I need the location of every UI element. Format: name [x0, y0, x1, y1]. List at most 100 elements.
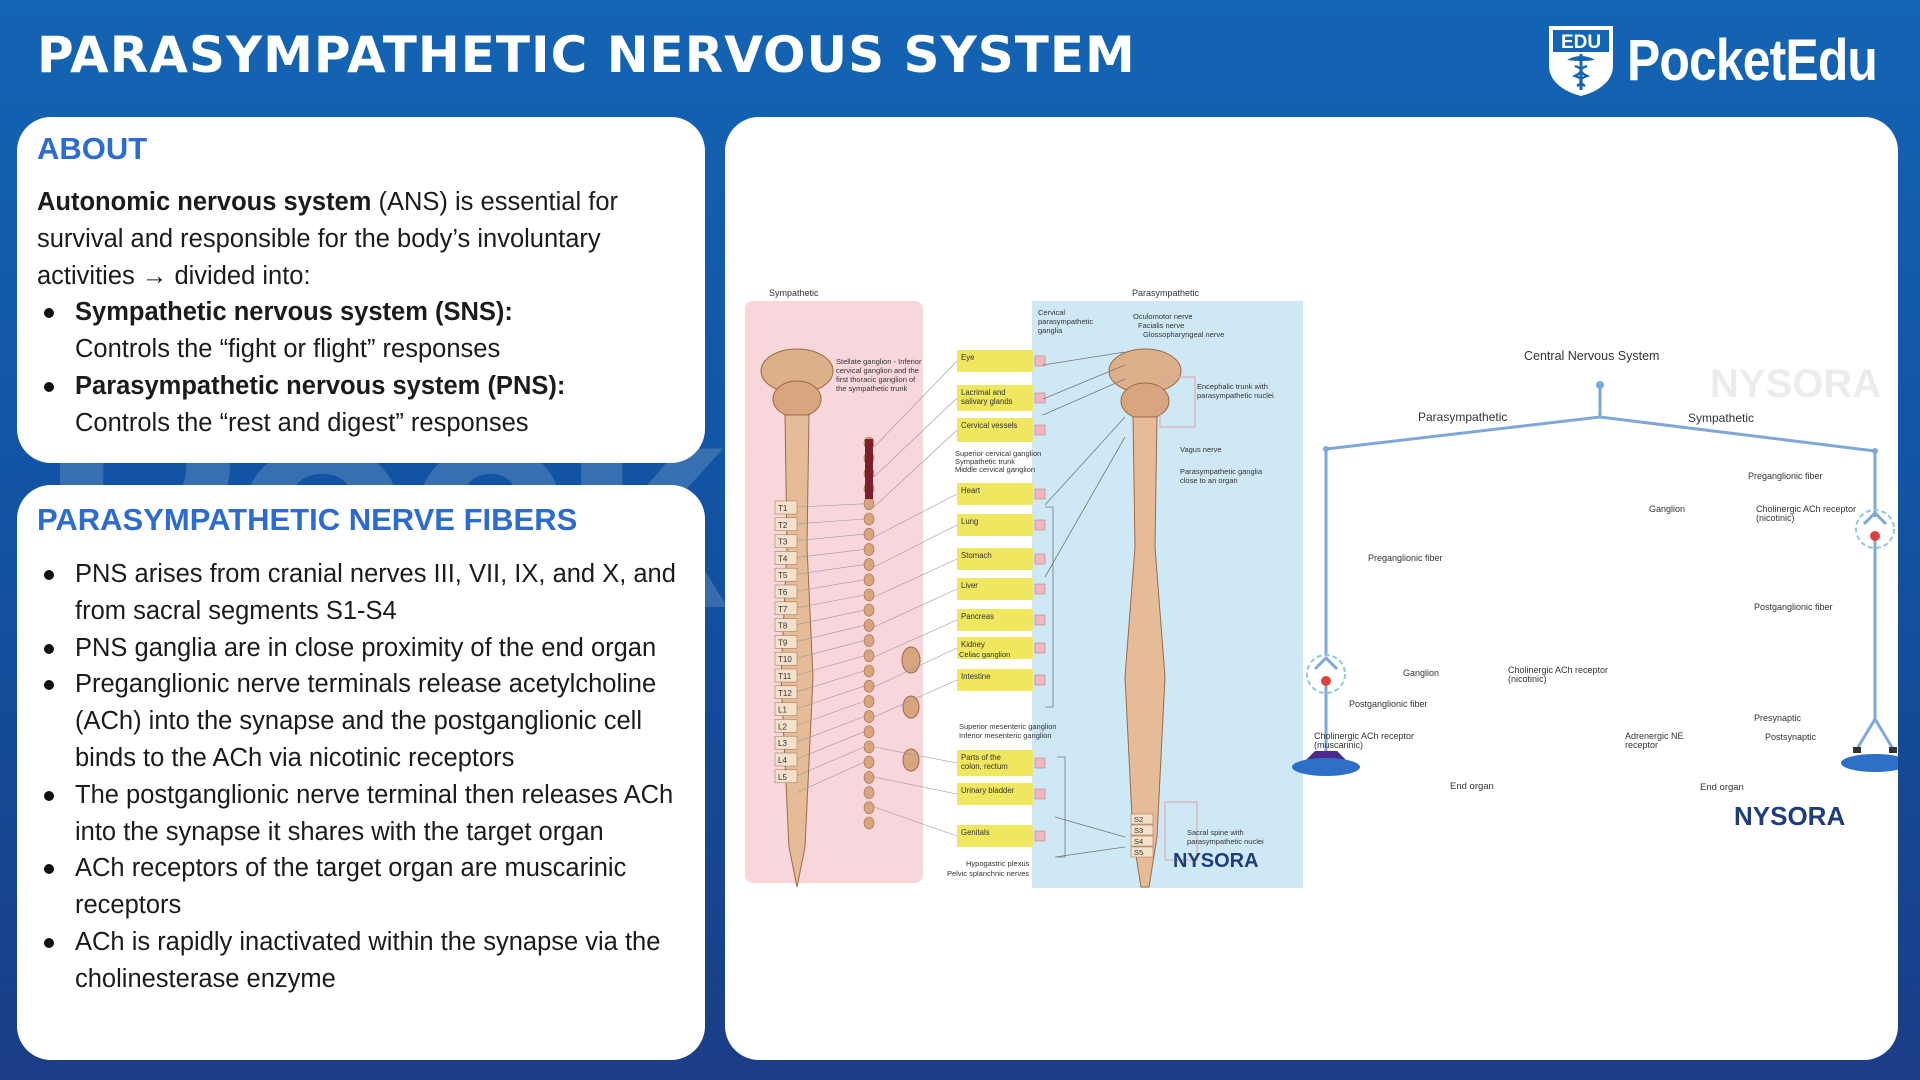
cervical-ganglia-label: Cervical parasympathetic ganglia	[1038, 308, 1095, 335]
organ-ganglion-marker	[1034, 553, 1046, 565]
ramus-line	[796, 761, 865, 793]
spinal-level-box	[774, 517, 798, 532]
symp-ganglion-label: Ganglion	[1649, 504, 1685, 514]
spinal-level-label: T8	[778, 622, 788, 631]
organ-ganglion-marker	[1034, 788, 1046, 800]
symp-ganglion-symbol	[1855, 509, 1895, 549]
organ-label: Kidney	[961, 640, 985, 649]
organ-label: Heart	[961, 486, 981, 495]
symp-end-organ-symbol	[1841, 747, 1898, 772]
organ-box	[957, 669, 1033, 691]
cns-label: Central Nervous System	[1524, 349, 1659, 363]
cervical-chain-label: Superior cervical ganglion Sympathetic t…	[955, 449, 1043, 474]
celiac-label: Celiac ganglion	[959, 650, 1010, 659]
ramus-line	[796, 594, 865, 609]
spinal-level-label: L3	[778, 739, 787, 748]
spinal-level-box	[774, 601, 798, 616]
chain-ganglion	[863, 725, 875, 739]
ramus-line	[796, 655, 865, 676]
chain-ganglion	[863, 816, 875, 830]
fibers-heading: PARASYMPATHETIC NERVE FIBERS	[37, 502, 578, 537]
sacral-level-label: S3	[1134, 826, 1143, 835]
sacral-bracket	[1164, 801, 1198, 861]
sympathetic-fiber	[873, 647, 958, 688]
organ-ganglion-marker	[1034, 674, 1046, 686]
list-item: Parasympathetic nervous system (PNS): Con…	[37, 368, 687, 442]
superior-mesenteric-ganglion	[902, 695, 920, 719]
chain-ganglion	[863, 740, 875, 754]
left-spinal-cord	[760, 348, 834, 888]
chain-ganglion	[863, 771, 875, 784]
ramus-line	[796, 685, 865, 709]
pns-text: Controls the “rest and digest” responses	[75, 408, 529, 437]
spinal-level-box	[774, 635, 798, 649]
list-item: PNS ganglia are in close proximity of th…	[37, 630, 702, 667]
pelvic-label: Hypogastric plexus Pelvic splanchnic ner…	[947, 859, 1031, 878]
organ-label: Urinary bladder	[961, 786, 1015, 795]
sympathetic-fiber	[873, 588, 958, 628]
spinal-level-label: L4	[778, 756, 787, 765]
chain-ganglion	[863, 664, 875, 678]
spinal-level-label: T6	[778, 588, 788, 597]
sympathetic-fiber	[873, 524, 958, 568]
chain-ganglion	[863, 527, 875, 541]
sacral-level-label: S4	[1134, 837, 1143, 846]
spinal-level-box	[774, 567, 798, 582]
chain-ganglion	[863, 786, 875, 799]
chain-ganglion	[863, 634, 875, 647]
para-postgang-label: Postganglionic fiber	[1349, 699, 1428, 709]
organ-box	[957, 548, 1033, 570]
organ-box	[957, 514, 1033, 536]
cranial-nerves-label: Oculomotor nerve Facialis nerve Glossoph…	[1133, 312, 1224, 339]
about-heading: ABOUT	[37, 131, 148, 166]
organ-box	[957, 637, 1033, 659]
symp-nicotinic-label: Cholinergic ACh receptor (nicotinic)	[1756, 504, 1859, 523]
spinal-level-label: T5	[778, 571, 788, 580]
about-intro: Autonomic nervous system (ANS) is essent…	[37, 184, 687, 294]
list-item: The postganglionic nerve terminal then r…	[37, 777, 702, 851]
spinal-level-label: L5	[778, 773, 787, 782]
list-item: ACh receptors of the target organ are mu…	[37, 850, 702, 924]
fibers-list: PNS arises from cranial nerves III, VII,…	[37, 556, 702, 998]
stellate-label: Stellate ganglion - Inferior cervical ga…	[836, 357, 924, 393]
fibers-card: PARASYMPATHETIC NERVE FIBERS PNS arises …	[17, 485, 705, 1060]
para-ganglion-label: Ganglion	[1403, 668, 1439, 678]
spinal-level-box	[774, 618, 798, 632]
ramus-line	[796, 564, 865, 575]
para-end-organ-label: End organ	[1450, 781, 1494, 792]
ramus-line	[796, 670, 865, 693]
spinal-level-box	[774, 551, 798, 565]
ramus-line	[796, 625, 865, 642]
spinal-level-label: T2	[778, 521, 788, 530]
symp-branch-node	[1872, 448, 1878, 454]
ramus-line	[796, 503, 865, 508]
stellate-segment	[865, 439, 873, 499]
spinal-level-box	[774, 702, 798, 716]
figure1-credit: NYSORA	[1173, 850, 1259, 872]
spinal-level-box	[774, 668, 798, 683]
sacral-level-box	[1130, 846, 1154, 858]
organ-ganglion-marker	[1034, 757, 1046, 769]
organ-ganglion-marker	[1034, 424, 1046, 436]
encephalic-bracket	[1159, 376, 1196, 428]
chain-ganglion	[863, 679, 875, 693]
sympathetic-fiber	[873, 397, 958, 478]
organ-ganglion-marker	[1034, 583, 1046, 595]
spinal-level-box	[774, 769, 798, 784]
about-list: Sympathetic nervous system (SNS):Control…	[37, 294, 687, 441]
para-branch-label: Parasympathetic	[1418, 410, 1507, 424]
organ-box	[957, 825, 1033, 847]
sympathetic-fiber	[873, 679, 958, 718]
ramus-line	[796, 533, 865, 541]
organ-label: Cervical vessels	[961, 421, 1017, 430]
organ-ganglion-marker	[1034, 488, 1046, 500]
list-item: PNS arises from cranial nerves III, VII,…	[37, 556, 702, 630]
organ-ganglion-marker	[1034, 642, 1046, 654]
spinal-level-box	[774, 534, 798, 548]
chain-ganglion	[863, 497, 875, 511]
pns-title: Parasympathetic nervous system (PNS):	[75, 371, 566, 400]
organ-ganglion-marker	[1034, 392, 1046, 404]
ramus-line	[796, 579, 865, 592]
